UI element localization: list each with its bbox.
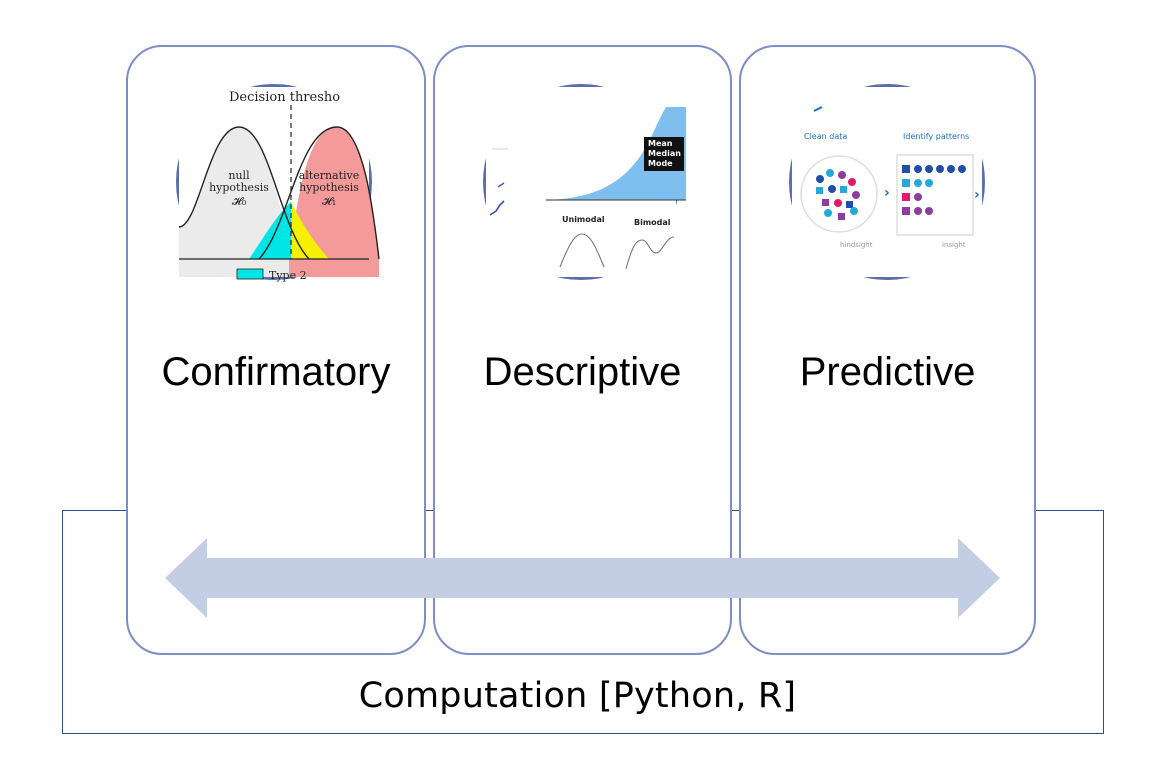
svg-text:hypothesis: hypothesis <box>209 181 269 194</box>
svg-text:›: › <box>974 187 980 203</box>
hypothesis-test-illustration: Decision thresho null hypothesis 𝓗₀ alte… <box>178 87 380 282</box>
pattern-identification-illustration: Clean data Identify patterns › <box>792 87 982 277</box>
card-predictive: Clean data Identify patterns › <box>739 45 1036 655</box>
card-descriptive: Mean Median Mode Unimodal Bimodal Descri… <box>433 45 732 655</box>
card-title-predictive: Predictive <box>799 350 976 394</box>
double-headed-arrow <box>165 538 1000 618</box>
svg-text:Mode: Mode <box>648 159 673 168</box>
svg-text:𝓗₀: 𝓗₀ <box>232 195 247 208</box>
svg-text:Mean: Mean <box>648 139 673 148</box>
svg-text:null: null <box>228 169 250 182</box>
svg-text:Clean data: Clean data <box>804 132 847 141</box>
confirmatory-thumbnail: Decision thresho null hypothesis 𝓗₀ alte… <box>176 84 380 282</box>
svg-text:›: › <box>884 185 890 201</box>
svg-text:𝓗₁: 𝓗₁ <box>322 195 336 208</box>
predictive-thumbnail: Clean data Identify patterns › <box>789 84 985 280</box>
decision-threshold-label: Decision thresho <box>229 90 340 105</box>
svg-text:Unimodal: Unimodal <box>562 215 605 224</box>
svg-text:hindsight: hindsight <box>840 241 873 249</box>
svg-text:Bimodal: Bimodal <box>634 218 671 227</box>
card-title-descriptive: Descriptive <box>483 350 682 394</box>
svg-text:Type 2: Type 2 <box>269 269 307 282</box>
card-confirmatory: Decision thresho null hypothesis 𝓗₀ alte… <box>126 45 426 655</box>
svg-text:alternative: alternative <box>299 169 360 182</box>
svg-text:Median: Median <box>648 149 681 158</box>
distribution-shapes-illustration: Mean Median Mode Unimodal Bimodal <box>486 87 686 277</box>
descriptive-thumbnail: Mean Median Mode Unimodal Bimodal <box>483 84 686 280</box>
card-title-confirmatory: Confirmatory <box>161 350 391 394</box>
svg-text:insight: insight <box>942 241 966 249</box>
svg-text:Identify patterns: Identify patterns <box>903 132 969 141</box>
svg-text:hypothesis: hypothesis <box>299 181 359 194</box>
computation-label: Computation [Python, R] <box>358 676 797 716</box>
